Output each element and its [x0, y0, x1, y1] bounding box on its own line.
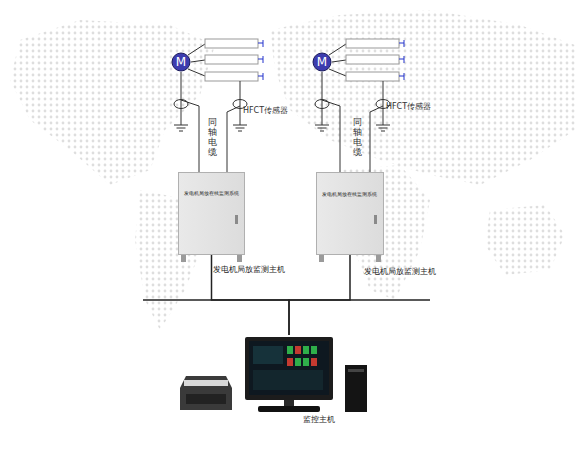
- network-link: [212, 255, 290, 335]
- sensor-label: HFCT传感器: [386, 102, 431, 112]
- cabinet-title: 发电机局放在线监测系统: [184, 191, 239, 197]
- cable-label: 同轴电缆: [208, 118, 217, 158]
- monitor-cabinet: 发电机局放在线监测系统发电机局放监测主机: [316, 172, 384, 255]
- device-label: 发电机局放监测主机: [364, 267, 436, 276]
- generator-circle: M: [312, 52, 332, 72]
- generator-circle: M: [171, 52, 191, 72]
- network-link: [289, 255, 350, 335]
- cabinet-lock: [235, 215, 238, 224]
- generator-letter: M: [171, 52, 191, 72]
- coax-cable: [181, 72, 199, 172]
- generator-circle-shape: [313, 53, 331, 71]
- computer-set: [180, 337, 367, 412]
- cabinet-lock: [374, 215, 377, 224]
- device-label: 监控主机: [303, 415, 335, 425]
- cable-label: 同轴电缆: [353, 118, 362, 158]
- device-label: 发电机局放监测主机: [213, 265, 285, 274]
- cabinet-title: 发电机局放在线监测系统: [322, 191, 377, 197]
- generator-letter: M: [312, 52, 332, 72]
- sensor-label: HFCT传感器: [243, 106, 288, 116]
- coax-cable: [322, 72, 340, 172]
- world-map: [10, 10, 575, 330]
- monitoring-host: 监控主机: [243, 335, 335, 427]
- generator-circle-shape: [172, 53, 190, 71]
- monitor-cabinet: 发电机局放在线监测系统发电机局放监测主机: [178, 172, 245, 255]
